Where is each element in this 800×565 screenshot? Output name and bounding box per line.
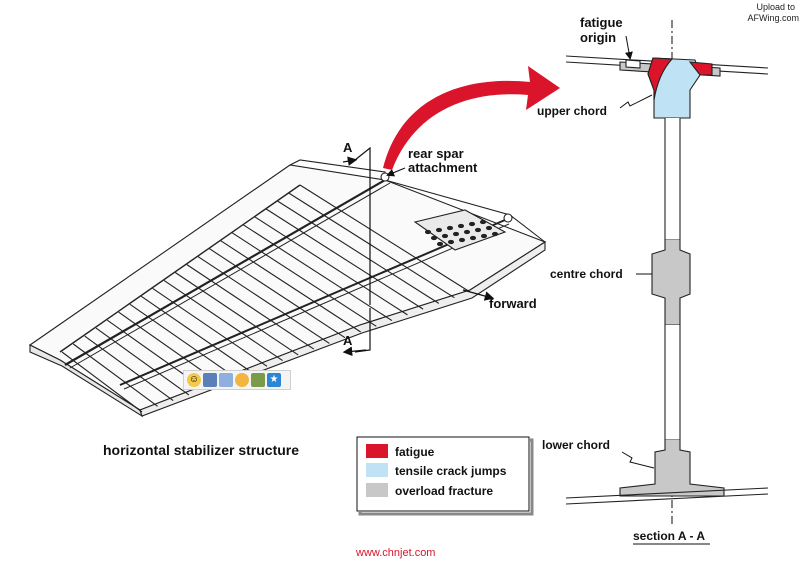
- legend-swatch-fatigue: [366, 444, 388, 458]
- honeycomb-holes: [424, 219, 499, 247]
- rib: [95, 327, 190, 396]
- lower-chord-leader: [621, 451, 655, 469]
- honeycomb-hole: [458, 237, 466, 243]
- honeycomb-hole: [441, 233, 449, 239]
- honeycomb-hole: [469, 235, 477, 241]
- legend-label-tensile: tensile crack jumps: [395, 464, 507, 478]
- rib: [84, 335, 174, 402]
- section-a-top-label: A: [343, 140, 353, 155]
- legend-label-fatigue: fatigue: [395, 445, 435, 459]
- rear-spar-label-line2: attachment: [408, 160, 478, 175]
- honeycomb-hole: [430, 235, 438, 241]
- honeycomb-hole: [491, 231, 499, 237]
- rib-group: [61, 184, 471, 413]
- section-aa-drawing: [565, 20, 769, 525]
- save-icon[interactable]: [203, 373, 217, 387]
- rib: [277, 200, 440, 304]
- rib: [61, 351, 143, 413]
- diagram-title: horizontal stabilizer structure: [103, 442, 299, 458]
- emoji-icon[interactable]: ☺: [187, 373, 201, 387]
- rib: [174, 272, 299, 356]
- rib: [231, 232, 377, 327]
- legend-swatch-overload: [366, 483, 388, 497]
- honeycomb-hole: [463, 229, 471, 235]
- honeycomb-hole: [447, 239, 455, 245]
- rib: [140, 295, 252, 373]
- rib: [243, 224, 393, 322]
- rib: [129, 303, 237, 379]
- fatigue-origin-label-line2: origin: [580, 30, 616, 45]
- honeycomb-hole: [457, 223, 465, 229]
- centre-chord-label: centre chord: [550, 267, 623, 281]
- honeycomb-hole: [479, 219, 487, 225]
- honeycomb-hole: [485, 225, 493, 231]
- rib: [163, 279, 283, 362]
- honeycomb-hole: [424, 229, 432, 235]
- rib: [220, 240, 362, 333]
- footer-url: www.chnjet.com: [355, 547, 435, 559]
- fatigue-origin-leader: [624, 35, 633, 60]
- chat-icon[interactable]: [235, 373, 249, 387]
- legend-label-overload: overload fracture: [395, 484, 493, 498]
- honeycomb-hole: [452, 231, 460, 237]
- legend: fatigue tensile crack jumps overload fra…: [356, 436, 534, 516]
- rib: [197, 256, 330, 344]
- gallery-icon[interactable]: [251, 373, 265, 387]
- window-icon[interactable]: [219, 373, 233, 387]
- watermark-line2: AFWing.com: [747, 13, 799, 23]
- rib: [72, 343, 158, 407]
- rib: [265, 208, 424, 310]
- rib: [208, 248, 346, 339]
- honeycomb-hole: [480, 233, 488, 239]
- rear-spar-leader: [386, 167, 406, 177]
- callout-arrow: [383, 66, 560, 170]
- forward-arrow: [462, 289, 495, 301]
- rib: [186, 264, 315, 350]
- legend-swatch-tensile: [366, 463, 388, 477]
- forward-label: forward: [489, 296, 537, 311]
- rear-spar-label-line1: rear spar: [408, 146, 464, 161]
- watermark-line1: Upload to: [756, 2, 795, 12]
- lower-chord-label: lower chord: [542, 438, 610, 452]
- honeycomb-hole: [435, 227, 443, 233]
- section-a-bottom-label: A: [343, 333, 353, 348]
- section-caption: section A - A: [633, 529, 705, 543]
- section-cut-marker: [342, 146, 371, 357]
- rib: [288, 192, 455, 299]
- bookmark-icon[interactable]: ★: [267, 373, 281, 387]
- fatigue-origin-label-line1: fatigue: [580, 15, 623, 30]
- honeycomb-hole: [468, 221, 476, 227]
- honeycomb-hole: [436, 241, 444, 247]
- rib: [254, 216, 408, 316]
- upper-chord-leader: [619, 94, 653, 109]
- honeycomb-hole: [474, 227, 482, 233]
- rib: [152, 287, 268, 367]
- honeycomb-hole: [446, 225, 454, 231]
- upper-chord-label: upper chord: [537, 104, 607, 118]
- image-toolbar: ☺ ★: [183, 370, 291, 390]
- rib: [299, 184, 471, 293]
